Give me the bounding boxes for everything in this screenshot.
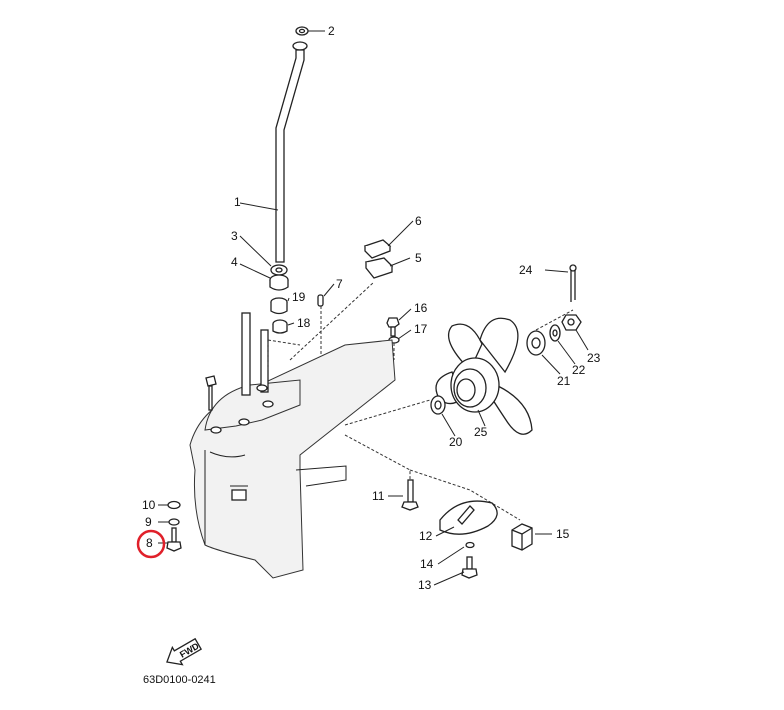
seal-part-4 (269, 274, 289, 291)
grommet-part-3 (270, 264, 288, 276)
label-part-4: 4 (231, 255, 238, 269)
label-part-17: 17 (414, 322, 428, 336)
bushing-part-18 (272, 319, 288, 334)
label-part-21: 21 (557, 374, 571, 388)
label-part-23: 23 (587, 351, 601, 365)
leader-lines (158, 30, 589, 586)
label-part-10: 10 (142, 498, 156, 512)
label-part-19: 19 (292, 290, 306, 304)
label-part-1: 1 (234, 195, 241, 209)
highlight-circle (136, 529, 166, 559)
label-part-9: 9 (145, 515, 152, 529)
dowel-pin-part-7 (317, 294, 324, 307)
bracket-part-5 (364, 257, 394, 279)
water-tube-part-1 (275, 41, 308, 263)
nut-part-23 (561, 314, 582, 331)
label-part-22: 22 (572, 363, 586, 377)
label-part-16: 16 (414, 301, 428, 315)
lower-casing (189, 312, 396, 579)
bolt-part-11 (401, 479, 419, 511)
washer-part-9 (168, 518, 180, 526)
rubber-block-part-6 (363, 239, 392, 259)
bushing-part-19 (270, 297, 288, 315)
label-part-18: 18 (297, 316, 311, 330)
label-part-13: 13 (418, 578, 432, 592)
label-part-24: 24 (519, 263, 533, 277)
label-part-12: 12 (419, 529, 433, 543)
diagram-code: 63D0100-0241 (143, 674, 216, 686)
trim-plate-part-12 (439, 500, 498, 535)
label-part-7: 7 (336, 277, 343, 291)
bolt-part-8 (166, 527, 182, 552)
washer-part-10 (167, 500, 181, 510)
label-part-2: 2 (328, 24, 335, 38)
label-part-14: 14 (420, 557, 434, 571)
label-part-20: 20 (449, 435, 463, 449)
anode-part-15 (511, 523, 533, 551)
bolt-part-13 (461, 556, 478, 579)
label-part-3: 3 (231, 229, 238, 243)
washer-part-22 (549, 324, 561, 342)
label-part-11: 11 (372, 489, 385, 503)
label-part-8: 8 (146, 536, 153, 550)
washer-part-2 (295, 26, 309, 36)
label-part-25: 25 (474, 425, 488, 439)
label-part-6: 6 (415, 214, 422, 228)
thrust-washer-part-20 (430, 395, 446, 415)
spacer-part-21 (526, 330, 546, 356)
label-part-15: 15 (556, 527, 570, 541)
dashed-alignment-lines (267, 281, 574, 521)
label-part-5: 5 (415, 251, 422, 265)
propeller-part-25 (435, 317, 533, 435)
fwd-arrow-icon: FWD (166, 637, 203, 666)
washer-part-14 (465, 541, 475, 549)
cotter-pin-part-24 (569, 264, 577, 302)
bolt-part-16 (386, 317, 400, 337)
